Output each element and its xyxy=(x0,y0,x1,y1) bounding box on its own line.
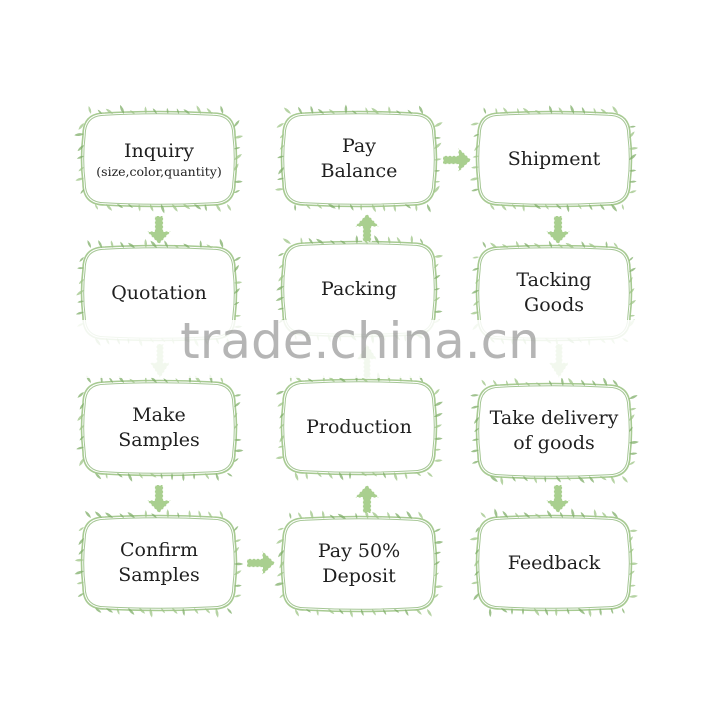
step-label: Inquiry xyxy=(123,139,195,162)
step-label: Make Samples xyxy=(118,404,200,451)
step-feedback: Feedback xyxy=(469,508,638,618)
step-label: Confirm Samples xyxy=(118,539,200,586)
step-inquiry: Inquiry (size,color,quantity) xyxy=(74,104,244,214)
step-shipment: Shipment xyxy=(469,104,639,213)
step-label: Quotation xyxy=(111,281,207,304)
step-label: Take delivery of goods xyxy=(489,407,619,454)
arrow-right-icon xyxy=(247,551,275,575)
arrow-down-icon xyxy=(546,216,570,244)
arrow-up-icon xyxy=(355,214,379,242)
step-label: Packing xyxy=(321,277,397,300)
step-label: Pay 50% Deposit xyxy=(317,540,401,587)
arrow-up-icon xyxy=(355,485,379,513)
vine-frame xyxy=(74,509,244,618)
step-sublabel: (size,color,quantity) xyxy=(96,163,222,179)
step-label: Feedback xyxy=(507,551,601,574)
vine-frame xyxy=(469,508,638,618)
vine-frame xyxy=(469,104,639,213)
step-label: Tacking Goods xyxy=(516,269,592,316)
step-label: Production xyxy=(306,415,412,438)
vine-frame xyxy=(274,104,443,213)
step-pay-deposit: Pay 50% Deposit xyxy=(274,509,444,618)
step-label: Pay Balance xyxy=(320,135,398,182)
arrow-down-icon xyxy=(147,485,171,513)
step-label: Shipment xyxy=(507,147,601,170)
step-make-samples: Make Samples xyxy=(76,374,244,482)
arrow-down-icon xyxy=(546,485,570,513)
step-production: Production xyxy=(275,372,443,482)
arrow-right-icon xyxy=(443,148,471,172)
step-pay-balance: Pay Balance xyxy=(274,104,443,213)
vine-frame xyxy=(470,377,639,486)
step-take-delivery: Take delivery of goods xyxy=(470,377,639,486)
vine-frame xyxy=(74,104,244,214)
step-confirm-samples: Confirm Samples xyxy=(74,509,244,618)
arrow-down-icon xyxy=(147,216,171,244)
watermark-band xyxy=(0,320,720,378)
vine-frame xyxy=(274,509,444,618)
